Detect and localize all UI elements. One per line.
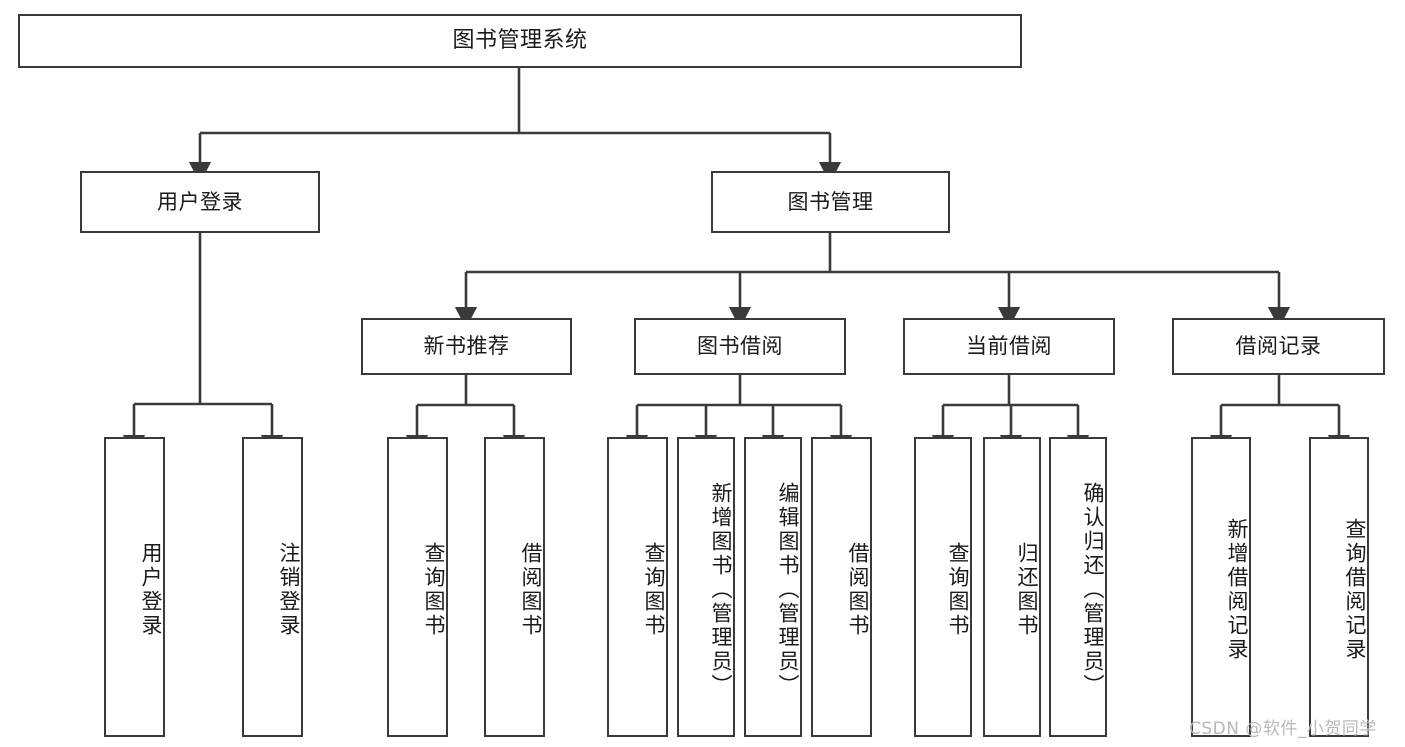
leaf-confirm-return-label: 确认归还（管理员）: [1081, 482, 1105, 698]
leaf-add-book[interactable]: 新增图书（管理员）: [677, 437, 735, 737]
node-root-label: 图书管理系统: [452, 28, 588, 54]
leaf-query-record[interactable]: 查询借阅记录: [1309, 437, 1369, 737]
leaf-add-book-label: 新增图书（管理员）: [709, 482, 733, 698]
leaf-borrow-book-2[interactable]: 借阅图书: [811, 437, 872, 737]
leaf-query-book-2-label: 查询图书: [642, 542, 666, 638]
leaf-query-record-label: 查询借阅记录: [1343, 518, 1367, 662]
leaf-user-login-label: 用户登录: [139, 542, 163, 638]
leaf-query-book-3-label: 查询图书: [946, 542, 970, 638]
leaf-logout-label: 注销登录: [277, 542, 301, 638]
node-book-borrow[interactable]: 图书借阅: [634, 318, 846, 375]
node-user-login-label: 用户登录: [157, 189, 243, 214]
leaf-borrow-book-2-label: 借阅图书: [846, 542, 870, 638]
node-book-borrow-label: 图书借阅: [697, 334, 783, 359]
leaf-confirm-return[interactable]: 确认归还（管理员）: [1049, 437, 1107, 737]
node-current-borrow[interactable]: 当前借阅: [903, 318, 1115, 375]
leaf-return-book-label: 归还图书: [1015, 542, 1039, 638]
leaf-user-login[interactable]: 用户登录: [104, 437, 165, 737]
node-current-borrow-label: 当前借阅: [966, 334, 1052, 359]
node-root[interactable]: 图书管理系统: [18, 14, 1022, 68]
leaf-query-book-3[interactable]: 查询图书: [914, 437, 972, 737]
leaf-borrow-book-1-label: 借阅图书: [519, 542, 543, 638]
leaf-query-book-2[interactable]: 查询图书: [607, 437, 668, 737]
leaf-query-book-1-label: 查询图书: [422, 542, 446, 638]
leaf-edit-book-label: 编辑图书（管理员）: [776, 482, 800, 698]
leaf-query-book-1[interactable]: 查询图书: [387, 437, 448, 737]
node-new-book-rec[interactable]: 新书推荐: [361, 318, 572, 375]
node-borrow-record[interactable]: 借阅记录: [1172, 318, 1385, 375]
leaf-add-record[interactable]: 新增借阅记录: [1191, 437, 1251, 737]
leaf-edit-book[interactable]: 编辑图书（管理员）: [744, 437, 802, 737]
leaf-return-book[interactable]: 归还图书: [983, 437, 1041, 737]
leaf-add-record-label: 新增借阅记录: [1225, 518, 1249, 662]
node-book-manage[interactable]: 图书管理: [711, 171, 950, 233]
node-borrow-record-label: 借阅记录: [1235, 334, 1322, 359]
leaf-logout[interactable]: 注销登录: [242, 437, 303, 737]
leaf-borrow-book-1[interactable]: 借阅图书: [484, 437, 545, 737]
node-book-manage-label: 图书管理: [787, 189, 874, 214]
csdn-watermark: CSDN @软件_小贺同学: [1189, 719, 1377, 739]
node-new-book-rec-label: 新书推荐: [423, 334, 510, 359]
node-user-login[interactable]: 用户登录: [80, 171, 320, 233]
